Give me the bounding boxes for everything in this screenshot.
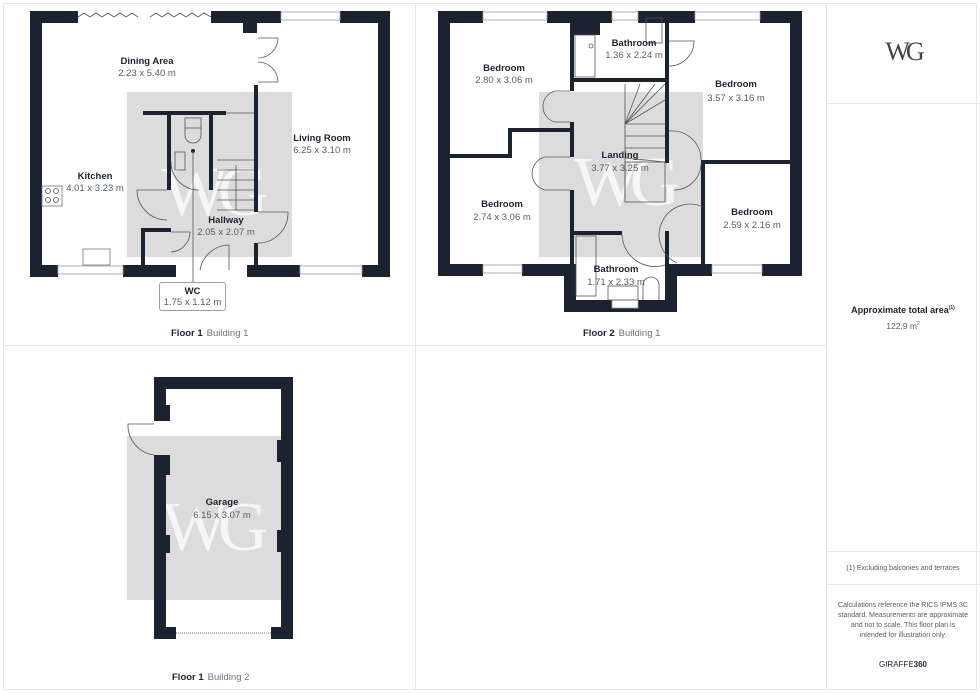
room-dimensions: 3.57 x 3.16 m <box>707 93 765 104</box>
giraffe360-brand: GIRAFFE360 <box>826 660 980 669</box>
watermark: WG <box>162 489 267 566</box>
building-name: Building 1 <box>206 328 249 339</box>
room-dimensions: 1.71 x 2.33 m <box>587 277 645 288</box>
room-dimensions: 1.36 x 2.24 m <box>605 50 663 61</box>
floor-number: Floor 1 <box>171 328 203 339</box>
building-name: Building 1 <box>618 328 661 339</box>
footnote: (1) Excluding balconies and terraces <box>826 551 980 585</box>
room-name: Bedroom <box>481 199 523 210</box>
area-title-text: Approximate total area <box>851 305 949 315</box>
room-name: WC <box>184 286 201 297</box>
room-name: Hallway <box>208 215 244 226</box>
room-dimensions: 2.05 x 2.07 m <box>197 227 255 238</box>
area-value-text: 122.9 m <box>886 321 917 331</box>
room-name: Bedroom <box>715 79 757 90</box>
floor-number: Floor 2 <box>583 328 615 339</box>
approximate-total-area-title: Approximate total area(1) <box>826 305 980 315</box>
room-name: Dining Area <box>121 56 175 67</box>
room-name: Kitchen <box>78 171 113 182</box>
room-name: Garage <box>206 497 239 508</box>
room-name: Bedroom <box>483 63 525 74</box>
building-name: Building 2 <box>207 672 250 683</box>
room-name: Bedroom <box>731 207 773 218</box>
room-name: Bathroom <box>612 38 657 49</box>
room-name: Living Room <box>293 133 351 144</box>
disclaimer: Calculations reference the RICS IPMS 3C … <box>838 602 968 639</box>
empty-panel <box>415 345 828 690</box>
room-dimensions: 6.15 x 3.07 m <box>193 510 251 521</box>
wg-logo: WG <box>826 0 980 104</box>
room-dimensions: 1.75 x 1.12 m <box>163 297 222 308</box>
watermark: WG <box>574 144 679 221</box>
sidebar-panel <box>826 3 977 690</box>
area-unit-sup: 2 <box>916 321 920 328</box>
wc-label-box: WC 1.75 x 1.12 m <box>159 282 226 311</box>
room-name: Landing <box>602 150 639 161</box>
approximate-total-area-value: 122.9 m2 <box>826 321 980 331</box>
room-dimensions: 3.77 x 3.25 m <box>591 163 649 174</box>
room-dimensions: 6.25 x 3.10 m <box>293 145 351 156</box>
room-dimensions: 2.59 x 2.16 m <box>723 220 781 231</box>
room-dimensions: 2.23 x 5.40 m <box>118 68 176 79</box>
room-dimensions: 4.01 x 3.23 m <box>66 183 124 194</box>
room-dimensions: 2.80 x 3.06 m <box>475 75 533 86</box>
footnote-marker: (1) <box>948 305 955 311</box>
room-name: Bathroom <box>594 264 639 275</box>
floor-number: Floor 1 <box>172 672 204 683</box>
brand-name: GIRAFFE <box>878 660 914 669</box>
room-dimensions: 2.74 x 3.06 m <box>473 212 531 223</box>
brand-number: 360 <box>913 660 928 669</box>
